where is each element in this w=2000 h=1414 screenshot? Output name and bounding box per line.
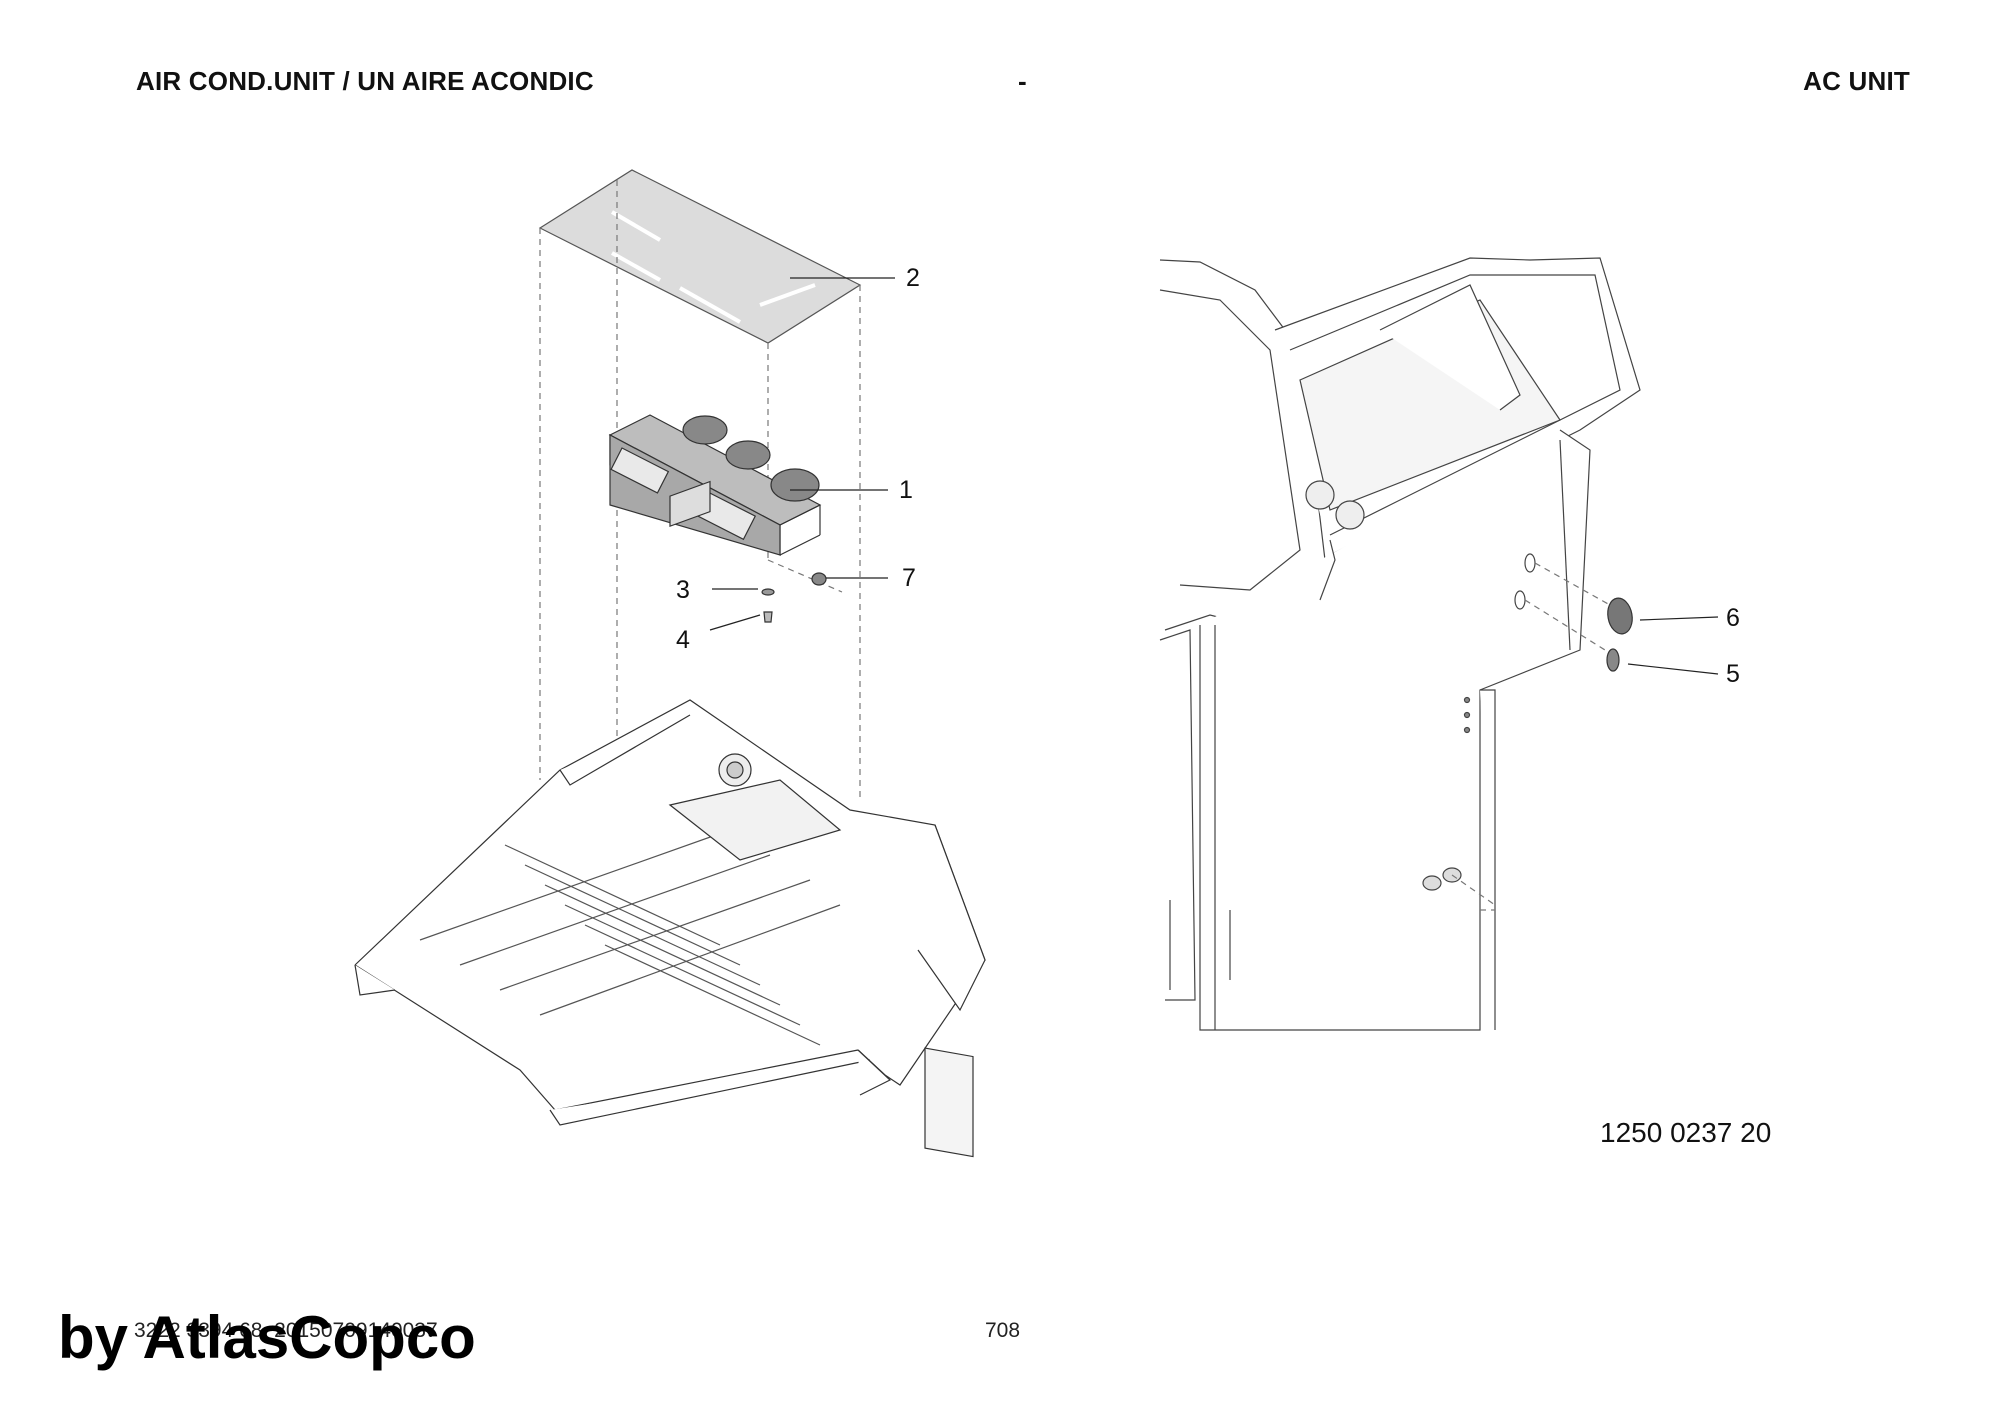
callout-6: 6 — [1726, 604, 1740, 632]
callout-7: 7 — [902, 564, 916, 592]
callout-1: 1 — [899, 476, 913, 504]
watermark: by AtlasCopco — [58, 1304, 476, 1371]
callout-4: 4 — [676, 626, 690, 654]
cover-plate — [538, 169, 862, 344]
screw — [763, 611, 773, 623]
header-right-title: AC UNIT — [1803, 66, 1910, 96]
oval-grommet-large — [1607, 597, 1633, 635]
footer-page-number: 708 — [985, 1319, 1021, 1342]
drawing-number: 1250 0237 20 — [1600, 1117, 1772, 1148]
callout-5: 5 — [1726, 660, 1740, 688]
oval-grommet-small — [1606, 648, 1620, 672]
cab-body — [1159, 257, 1641, 1031]
callout-2: 2 — [906, 264, 920, 292]
washer — [761, 588, 775, 596]
cab-roof — [354, 480, 986, 1158]
footer-doc-id: 3222 3394 68_20150709140037 — [134, 1319, 438, 1342]
header-center-mark: - — [1018, 66, 1027, 96]
header-left-title: AIR COND.UNIT / UN AIRE ACONDIC — [136, 66, 594, 96]
grommet — [811, 572, 827, 586]
ac-unit — [608, 414, 822, 556]
callout-3: 3 — [676, 576, 690, 604]
